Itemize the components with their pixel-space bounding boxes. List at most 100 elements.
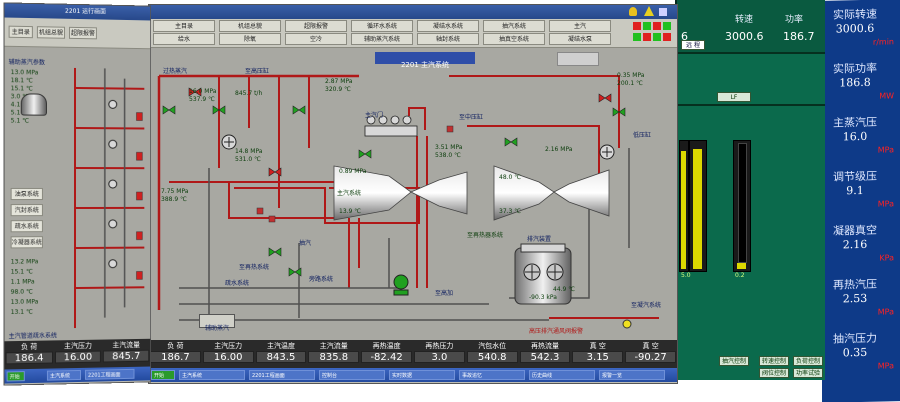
main-toolbar-button[interactable]: 除氧 [219, 33, 281, 45]
right-param-label: 实际转速 [833, 7, 877, 22]
main-toolbar-button[interactable]: 超限报警 [285, 20, 347, 32]
bar-value-right: 0.2 [735, 272, 745, 279]
label-to-ip: 至中压缸 [459, 114, 484, 121]
extraction-pipe-1 [416, 136, 428, 288]
main-toolbar-button[interactable]: 空冷 [285, 33, 347, 45]
valve-control-button[interactable]: 阀位控制 [759, 368, 789, 378]
main-toolbar-button[interactable]: 循环水系统 [351, 20, 413, 32]
left-task-item[interactable]: 2201工程画面 [84, 368, 135, 380]
right-param-label: 凝器真空 [833, 223, 877, 238]
right-param-value: 186.8 [839, 75, 871, 90]
value-v13: 14.8 MPa [235, 148, 263, 155]
lf-mode-tag[interactable]: LF [717, 92, 751, 102]
left-start-button[interactable]: 开始 [6, 371, 25, 382]
main-task-item[interactable]: 2201工程画面 [249, 370, 315, 380]
main-bottom-cell: 再热温度-82.42 [361, 341, 412, 363]
left-home-button[interactable]: 主目录 [8, 25, 33, 39]
main-task-item[interactable]: 实时数据 [389, 370, 455, 380]
value-main-steam-flow: 845.7 t/h [235, 90, 263, 97]
extraction-control-button[interactable]: 抽汽控制 [719, 356, 749, 366]
label-bypass: 旁路系统 [309, 276, 334, 283]
main-toolbar-button[interactable]: 抽汽系统 [483, 20, 545, 32]
bottom-cell-label: 真 空 [589, 342, 606, 350]
label-lp: 低压缸 [633, 132, 652, 139]
right-header-pipe [449, 75, 620, 148]
drain-box[interactable]: 辅助蒸汽 [199, 314, 235, 332]
right-param-label: 实际功率 [833, 61, 877, 76]
main-toolbar-button[interactable]: 轴封系统 [417, 33, 479, 45]
mid-power-value: 186.7 [783, 30, 815, 43]
main-task-item[interactable]: 主汽系统 [179, 370, 245, 380]
valve-group [162, 105, 626, 277]
mid-divider [677, 104, 825, 106]
steam-diagram-svg [157, 74, 659, 329]
main-start-button[interactable]: 开始 [151, 370, 175, 380]
main-task-item[interactable]: 历史曲线 [529, 370, 595, 380]
right-param-unit: r/min [872, 37, 894, 47]
load-control-button[interactable]: 负荷控制 [793, 356, 823, 366]
label-to-hp: 至高压缸 [245, 68, 270, 75]
gold-bell-icon [629, 7, 637, 16]
yellow-indicator [622, 319, 632, 329]
bottom-cell-value: 3.0 [414, 351, 465, 363]
main-toolbar-button[interactable]: 给水 [153, 33, 215, 45]
value-v7: 538.0 ℃ [435, 152, 461, 159]
main-toolbar-button[interactable]: 主汽 [549, 20, 611, 32]
bar-gauge-left2-fill [681, 151, 686, 269]
speed-control-button[interactable]: 转速控制 [759, 356, 789, 366]
left-overview-button[interactable]: 机组总貌 [36, 26, 66, 39]
left-task-item[interactable]: 主汽系统 [46, 369, 81, 381]
right-param-unit: MW [879, 91, 894, 101]
main-task-item[interactable]: 报警一览 [599, 370, 665, 380]
diagram-title-bar: 2201 主汽系统 [375, 52, 475, 69]
main-toolbar-button[interactable]: 凝结水泵 [549, 33, 611, 45]
status-led-icon [643, 33, 651, 41]
condenser-header [520, 243, 566, 253]
main-bottom-cell: 真 空-90.27 [625, 341, 676, 363]
label-reheat: 至再热系统 [239, 264, 270, 271]
left-alarm-button[interactable]: 超限报警 [69, 26, 97, 40]
bottom-cell-value: 16.00 [54, 350, 102, 364]
process-diagram-canvas: 2201 主汽系统 [149, 48, 677, 340]
crossover-pipe [467, 125, 600, 188]
bottom-cell-value: 542.3 [519, 351, 571, 363]
right-param-value: 9.1 [846, 183, 864, 198]
value-v12: 2.16 MPa [545, 146, 573, 153]
label-warn: 高压排汽通风阀报警 [529, 328, 584, 335]
right-param-unit: MPa [877, 307, 894, 317]
value-v19: 48.0 ℃ [499, 174, 522, 181]
remote-mode-tag[interactable]: 远 程 [681, 40, 705, 50]
right-param-label: 调节级压 [833, 169, 877, 184]
label-ext: 抽汽 [299, 240, 312, 247]
power-test-button[interactable]: 功率试验 [793, 368, 823, 378]
main-task-item[interactable]: 事故追忆 [459, 370, 525, 380]
left-header-label: 2201 运行画面 [65, 7, 107, 16]
main-toolbar-button[interactable]: 主目录 [153, 20, 215, 32]
warning-icon [644, 6, 654, 16]
right-param-unit: MPa [877, 361, 894, 371]
main-toolbar-button[interactable]: 凝结水系统 [417, 20, 479, 32]
legend-a: 主汽系统 [337, 190, 362, 197]
bar-gauge-group: 5.0 0.2 [679, 130, 821, 280]
bottom-cell-value: 3.15 [572, 351, 624, 363]
main-toolbar-button[interactable]: 抽真空系统 [483, 33, 545, 45]
bottom-cell-value: 186.4 [5, 351, 53, 365]
bottom-cell-label: 真 空 [642, 342, 659, 350]
main-toolbar-button[interactable]: 辅助蒸汽系统 [351, 33, 413, 45]
green-pump [393, 274, 409, 296]
main-toolbar-button[interactable]: 机组总貌 [219, 20, 281, 32]
right-param-unit: KPa [879, 253, 894, 263]
value-v14: 531.0 ℃ [235, 156, 261, 163]
label-main-steam: 过热蒸汽 [163, 68, 188, 75]
bottom-cell-value: 843.5 [255, 351, 307, 363]
main-task-item[interactable]: 控制台 [319, 370, 385, 380]
